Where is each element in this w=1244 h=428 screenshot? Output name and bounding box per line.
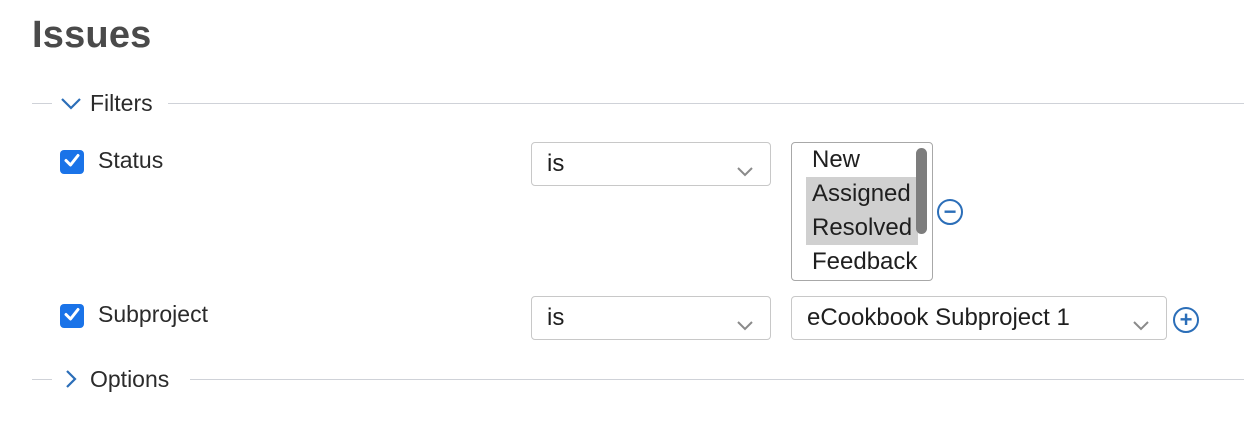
subproject-field-label: Subproject	[98, 301, 208, 327]
minus-icon: −	[943, 199, 957, 224]
filter-row-status: Status is New Assigned Resolved Feedback…	[60, 142, 1244, 281]
fieldset-border-right	[168, 103, 1244, 104]
options-legend-label: Options	[90, 365, 170, 392]
chevron-right-icon	[60, 368, 82, 390]
filters-fieldset: Filters	[32, 88, 1244, 118]
status-operator-value: is	[547, 150, 565, 177]
status-checkbox[interactable]	[60, 150, 84, 174]
chevron-down-icon	[1132, 311, 1150, 339]
listbox-scrollbar[interactable]	[916, 148, 927, 234]
fieldset-border-left	[32, 103, 52, 104]
status-option-new[interactable]: New	[812, 146, 861, 173]
filter-row-subproject: Subproject is eCookbook Subproject 1 +	[60, 296, 1244, 346]
fieldset-border-left	[32, 379, 52, 380]
subproject-operator-select[interactable]: is	[531, 296, 771, 340]
chevron-down-icon	[736, 311, 754, 339]
options-toggle[interactable]: Options	[60, 364, 176, 394]
status-option-assigned[interactable]: Assigned	[806, 177, 918, 211]
remove-value-button[interactable]: −	[937, 199, 963, 225]
fieldset-border-right	[190, 379, 1244, 380]
subproject-value: eCookbook Subproject 1	[807, 304, 1070, 331]
status-values-listbox[interactable]: New Assigned Resolved Feedback	[791, 142, 933, 281]
options-fieldset: Options	[32, 364, 1244, 394]
plus-icon: +	[1179, 307, 1193, 332]
add-value-button[interactable]: +	[1173, 307, 1199, 333]
status-operator-select[interactable]: is	[531, 142, 771, 186]
status-option-resolved[interactable]: Resolved	[806, 211, 918, 245]
subproject-value-select[interactable]: eCookbook Subproject 1	[791, 296, 1167, 340]
filters-legend-label: Filters	[90, 89, 153, 116]
chevron-down-icon	[60, 96, 82, 110]
chevron-down-icon	[736, 157, 754, 185]
status-field-label: Status	[98, 147, 164, 173]
subproject-checkbox[interactable]	[60, 304, 84, 328]
page-title: Issues	[32, 14, 152, 56]
subproject-operator-value: is	[547, 304, 565, 331]
status-option-feedback[interactable]: Feedback	[812, 248, 918, 275]
checkmark-icon	[63, 151, 81, 174]
checkmark-icon	[63, 305, 81, 328]
filters-toggle[interactable]: Filters	[60, 88, 159, 118]
